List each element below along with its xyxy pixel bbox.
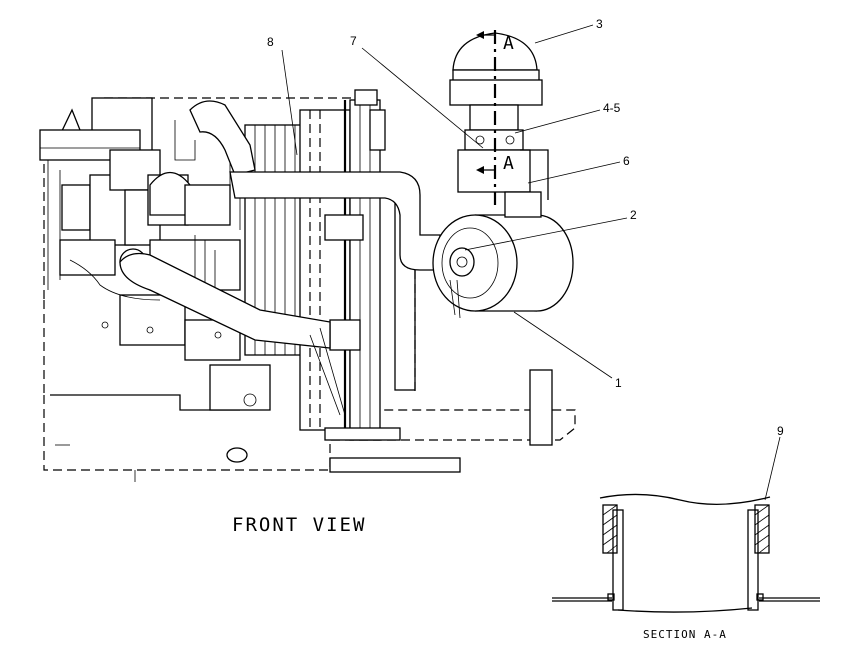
callout-4-5: 4-5 — [603, 101, 621, 115]
callout-1: 1 — [615, 376, 622, 390]
callout-9: 9 — [777, 424, 784, 438]
callout-7: 7 — [350, 34, 357, 48]
callout-6: 6 — [623, 154, 630, 168]
section-cut-line: A A — [476, 30, 514, 205]
callout-2: 2 — [630, 208, 637, 222]
callout-leaders — [281, 24, 781, 501]
callout-3: 3 — [596, 17, 603, 31]
callout-8: 8 — [267, 35, 274, 49]
section-mark-top: A — [503, 33, 514, 54]
section-caption: SECTION A-A — [643, 628, 727, 641]
section-detail — [552, 493, 820, 613]
intake-hose — [119, 100, 441, 416]
section-mark-bottom: A — [503, 153, 514, 174]
front-view-caption: FRONT VIEW — [232, 514, 366, 536]
